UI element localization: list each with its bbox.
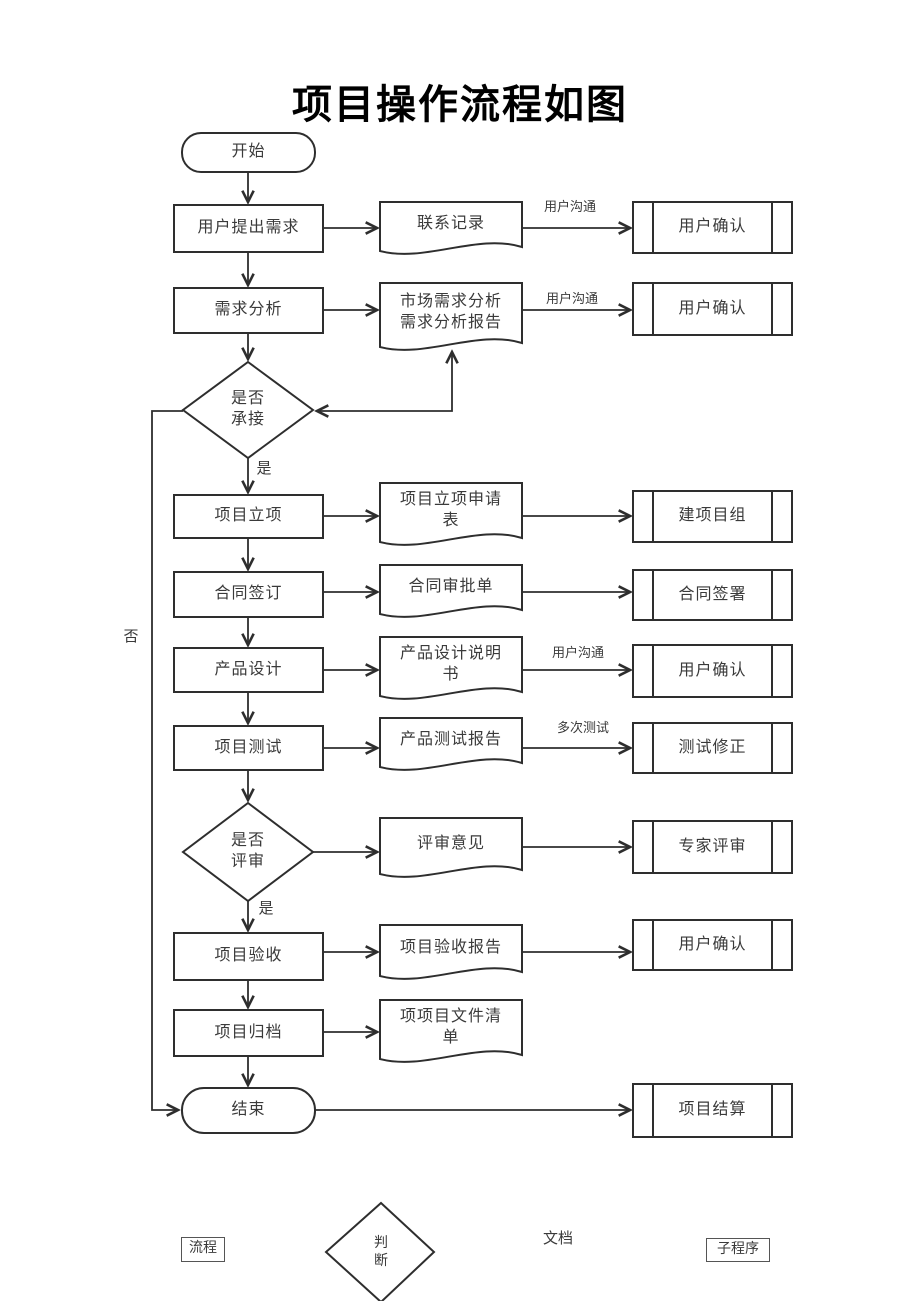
decision-label-review: 是否 评审 bbox=[230, 832, 265, 870]
page-title: 项目操作流程如图 bbox=[292, 83, 628, 127]
process-label-project-initiation: 项目立项 bbox=[214, 507, 283, 525]
process-label-contract-signing: 合同签订 bbox=[214, 585, 283, 603]
document-shape-test-report bbox=[379, 717, 523, 771]
process-label-project-testing: 项目测试 bbox=[214, 738, 283, 756]
end-terminator-label: 结束 bbox=[231, 1101, 266, 1119]
process-label-project-acceptance: 项目验收 bbox=[214, 947, 283, 965]
arrow-decision1-no-to-end bbox=[151, 410, 183, 1110]
edge-label-no: 否 bbox=[123, 629, 139, 646]
edge-label-yes-1: 是 bbox=[256, 461, 272, 478]
process-label-user-request: 用户提出需求 bbox=[197, 219, 300, 237]
subprocess-shape-test-fix bbox=[632, 722, 793, 774]
document-shape-market-analysis-report bbox=[379, 282, 523, 351]
subprocess-label-expert-review: 专家评审 bbox=[678, 837, 747, 855]
legend-decision-label: 判 断 bbox=[374, 1235, 388, 1269]
process-shape-project-archiving bbox=[173, 1009, 324, 1057]
edge-label-multi-test: 多次测试 bbox=[556, 719, 609, 735]
subprocess-shape-project-settlement bbox=[632, 1083, 793, 1138]
document-shape-contract-approval bbox=[379, 564, 523, 618]
process-shape-project-acceptance bbox=[173, 932, 324, 981]
edge-label-yes-2: 是 bbox=[258, 901, 274, 918]
document-label-market-analysis-report: 市场需求分析 需求分析报告 bbox=[399, 293, 502, 331]
document-shape-design-spec bbox=[379, 636, 523, 700]
document-shape-file-list bbox=[379, 999, 523, 1063]
edge-label-user-comm-3: 用户沟通 bbox=[551, 644, 604, 660]
subprocess-label-project-settlement: 项目结算 bbox=[678, 1101, 747, 1119]
document-label-acceptance-report: 项目验收报告 bbox=[399, 939, 502, 957]
subprocess-label-user-confirm-3: 用户确认 bbox=[678, 661, 747, 679]
subprocess-shape-expert-review bbox=[632, 820, 793, 874]
document-label-test-report: 产品测试报告 bbox=[399, 731, 502, 749]
document-label-design-spec: 产品设计说明 书 bbox=[399, 644, 502, 683]
document-label-contract-approval: 合同审批单 bbox=[408, 578, 494, 596]
edge-label-user-comm-2: 用户沟通 bbox=[545, 290, 598, 306]
subprocess-label-contract-sign: 合同签署 bbox=[678, 585, 747, 603]
decision-label-accept: 是否 承接 bbox=[230, 390, 265, 428]
process-shape-project-testing bbox=[173, 725, 324, 771]
subprocess-shape-user-confirm-2 bbox=[632, 282, 793, 336]
subprocess-label-build-team: 建项目组 bbox=[678, 507, 747, 525]
subprocess-label-user-confirm-1: 用户确认 bbox=[678, 218, 747, 236]
legend-process: 流程 bbox=[181, 1237, 225, 1262]
subprocess-shape-user-confirm-3 bbox=[632, 644, 793, 698]
edge-label-user-comm-1: 用户沟通 bbox=[543, 198, 596, 214]
subprocess-shape-user-confirm-4 bbox=[632, 919, 793, 971]
subprocess-label-test-fix: 测试修正 bbox=[678, 738, 747, 756]
document-label-file-list: 项项目文件清 单 bbox=[399, 1007, 502, 1046]
document-shape-initiation-application bbox=[379, 482, 523, 546]
start-terminator-label: 开始 bbox=[231, 143, 266, 161]
subprocess-label-user-confirm-4: 用户确认 bbox=[678, 935, 747, 953]
document-label-contact-record: 联系记录 bbox=[416, 215, 485, 233]
document-label-review-opinion: 评审意见 bbox=[416, 834, 485, 852]
legend-subprocess: 子程序 bbox=[706, 1238, 770, 1262]
document-shape-acceptance-report bbox=[379, 924, 523, 980]
legend-document: 文档 bbox=[542, 1231, 573, 1248]
subprocess-shape-build-team bbox=[632, 490, 793, 543]
process-label-project-archiving: 项目归档 bbox=[214, 1023, 283, 1041]
subprocess-shape-user-confirm-1 bbox=[632, 201, 793, 254]
arrow-decision1-doc2-loop bbox=[317, 352, 452, 411]
legend-decision-shape bbox=[324, 1201, 436, 1301]
document-label-initiation-application: 项目立项申请 表 bbox=[399, 490, 502, 529]
subprocess-label-user-confirm-2: 用户确认 bbox=[678, 299, 747, 317]
document-shape-review-opinion bbox=[379, 817, 523, 878]
process-label-product-design: 产品设计 bbox=[214, 660, 283, 678]
document-shape-contact-record bbox=[379, 201, 523, 255]
process-label-requirement-analysis: 需求分析 bbox=[214, 301, 283, 319]
process-shape-product-design bbox=[173, 647, 324, 693]
subprocess-shape-contract-sign bbox=[632, 569, 793, 621]
